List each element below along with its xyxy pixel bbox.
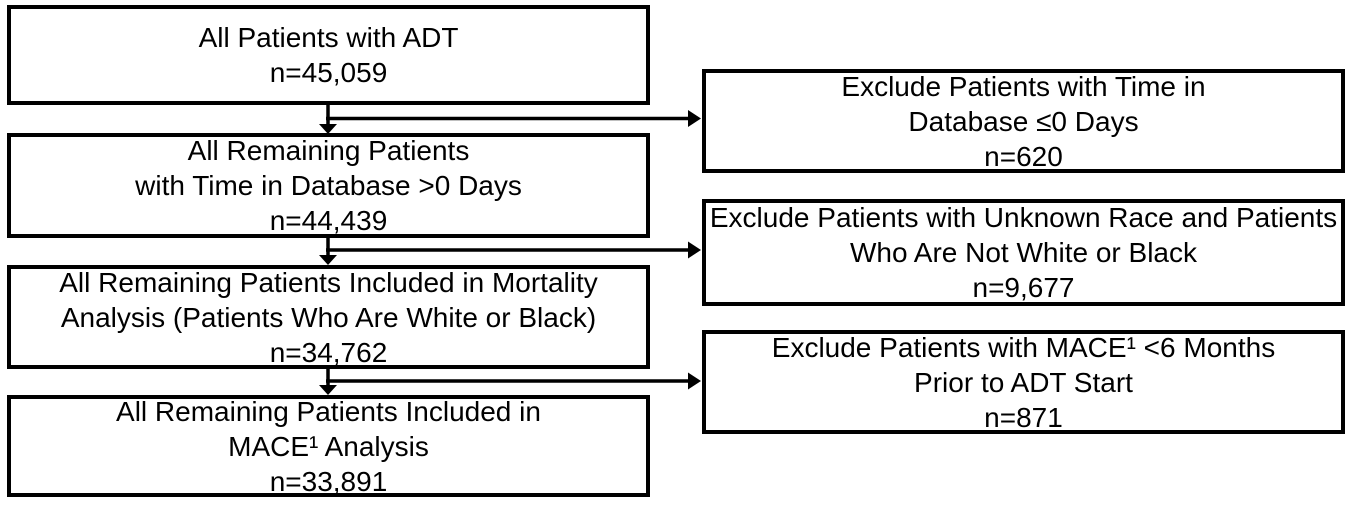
box-title-line: Exclude Patients with MACE¹ <6 Months xyxy=(771,331,1276,363)
box-title-line: Who Are Not White or Black xyxy=(849,237,1197,268)
arrow-cohort1-to-cohort2 xyxy=(319,105,701,134)
box-title-line: Database ≤0 Days xyxy=(908,105,1139,137)
flow-box-mortality-analysis: All Remaining Patients Included in Morta… xyxy=(7,265,650,369)
box-count-line: n=9,677 xyxy=(972,272,1075,303)
box-title-line: Prior to ADT Start xyxy=(914,366,1133,398)
flow-box-exclude-mace-prior: Exclude Patients with MACE¹ <6 Months Pr… xyxy=(702,330,1345,434)
box-count-line: n=33,891 xyxy=(269,465,388,497)
flow-box-exclude-time-in-database: Exclude Patients with Time in Database ≤… xyxy=(702,69,1345,173)
flow-box-all-patients-adt: All Patients with ADT n=45,059 xyxy=(7,5,650,105)
box-title-line: All Patients with ADT xyxy=(198,22,459,53)
box-title-line: All Remaining Patients Included in xyxy=(116,395,541,427)
box-count-line: n=34,762 xyxy=(269,336,388,368)
flow-box-mace-analysis: All Remaining Patients Included in MACE¹… xyxy=(7,395,650,497)
box-title-line: All Remaining Patients xyxy=(187,135,470,166)
box-count-line: n=620 xyxy=(984,140,1063,172)
box-title-line: Exclude Patients with Unknown Race and P… xyxy=(709,202,1338,233)
flow-box-time-in-database: All Remaining Patients with Time in Data… xyxy=(7,133,650,238)
box-title-line: Analysis (Patients Who Are White or Blac… xyxy=(60,301,597,333)
box-count-line: n=44,439 xyxy=(269,205,388,236)
box-title-line: MACE¹ Analysis xyxy=(228,430,429,462)
box-count-line: n=871 xyxy=(984,401,1063,433)
arrow-cohort2-to-cohort3 xyxy=(319,238,701,265)
box-title-line: Exclude Patients with Time in xyxy=(841,70,1206,102)
box-title-line: with Time in Database >0 Days xyxy=(135,170,522,201)
box-title-line: All Remaining Patients Included in Morta… xyxy=(59,266,598,298)
box-count-line: n=45,059 xyxy=(269,57,388,88)
flow-box-exclude-unknown-race: Exclude Patients with Unknown Race and P… xyxy=(702,199,1345,306)
arrow-cohort3-to-cohort4 xyxy=(319,369,701,395)
